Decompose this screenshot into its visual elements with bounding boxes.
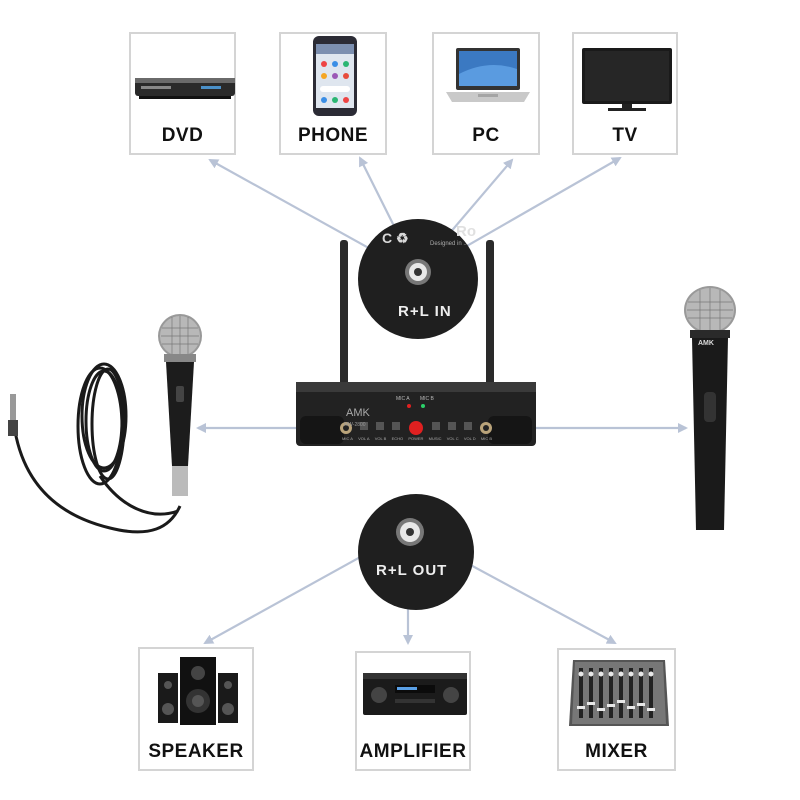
input-label-phone: PHONE [297,125,369,146]
wireless-receiver: AMK MW-2800 MIC A MIC B MIC A VOL A VOL … [296,236,536,452]
input-port-closeup: C ♻ Ro Designed in ... R+L IN [358,219,478,339]
mixer-icon [569,660,669,726]
output-box-speaker: SPEAKER [138,647,254,771]
dvd-player-icon [135,78,235,99]
output-box-amplifier: AMPLIFIER [355,651,471,771]
panel-label: VOL B [374,436,387,441]
receiver-body [296,240,536,446]
receiver-panel-labels: MIC A VOL A VOL B ECHO POWER MUSIC VOL C… [342,436,492,441]
panel-label: MUSIC [428,436,442,441]
receiver-indicator-a: MIC A [396,396,410,402]
input-box-pc: PC [432,32,540,155]
input-box-phone: PHONE [279,32,387,155]
wired-microphone-icon [8,314,202,534]
receiver-indicator-b: MIC B [420,396,434,402]
speaker-icon [158,657,238,725]
panel-label: VOL D [463,436,476,441]
input-box-tv: TV [572,32,678,155]
input-box-dvd: DVD [129,32,236,155]
tv-icon [582,48,672,111]
wireless-microphone: AMK [680,284,740,534]
output-label-mixer: MIXER [585,741,648,762]
svg-text:C ♻: C ♻ [382,230,409,246]
output-label-speaker: SPEAKER [148,741,244,762]
output-label-amplifier: AMPLIFIER [359,741,467,762]
input-label-pc: PC [472,125,500,146]
panel-label: ECHO [391,436,404,441]
smartphone-icon [313,36,357,116]
wireless-mic-brand: AMK [698,340,714,347]
input-label-dvd: DVD [161,125,204,146]
receiver-brand: AMK [346,407,370,419]
panel-label: POWER [408,436,424,441]
output-box-mixer: MIXER [557,648,676,771]
wired-microphone [0,306,215,542]
input-port-label: R+L IN [398,303,452,320]
port-badge-small: Designed in ... [430,241,469,247]
receiver-model: MW-2800 [344,422,366,428]
output-port-label: R+L OUT [376,562,448,579]
panel-label: MIC A [342,436,353,441]
wireless-microphone-icon [684,286,736,530]
input-label-tv: TV [612,125,638,146]
panel-label: MIC B [480,436,492,441]
panel-label: VOL A [358,436,370,441]
output-port-closeup: R+L OUT [358,494,474,610]
laptop-icon [446,48,530,102]
amplifier-icon [363,673,467,715]
panel-label: VOL C [446,436,459,441]
rca-jack-icon: C ♻ [358,219,478,339]
rca-jack-icon [358,494,474,610]
port-badge-text: Ro [456,223,476,240]
